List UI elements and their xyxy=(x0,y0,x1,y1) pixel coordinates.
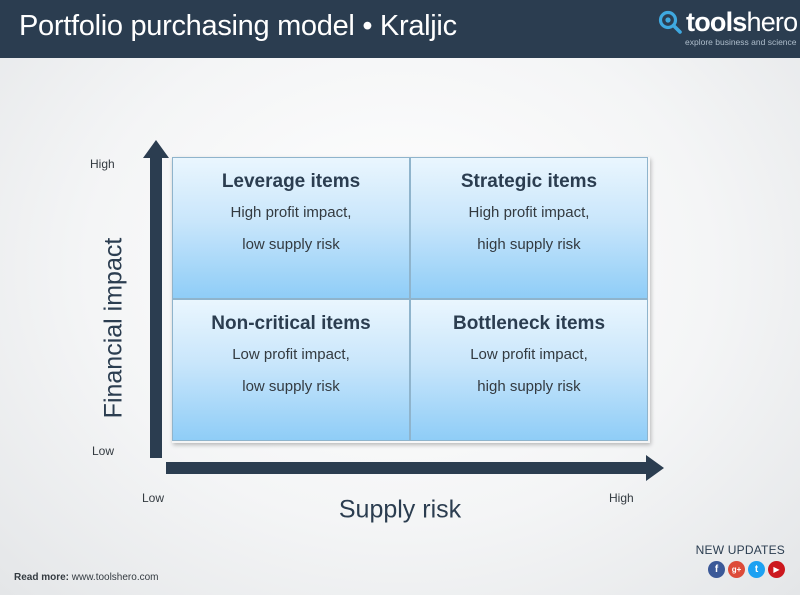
quadrant-strategic-items: Strategic items High profit impact, high… xyxy=(410,157,648,299)
quadrant-title: Leverage items xyxy=(221,171,361,192)
kraljic-matrix: Leverage items High profit impact, low s… xyxy=(172,157,650,443)
quadrant-bottleneck-items: Bottleneck items Low profit impact, high… xyxy=(410,299,648,441)
quadrant-title: Strategic items xyxy=(460,171,598,192)
y-axis-high-label: High xyxy=(90,157,115,171)
logo-wordmark-bold: tools xyxy=(686,7,747,37)
youtube-icon[interactable]: ▶ xyxy=(768,561,785,578)
quadrant-description-line: low supply risk xyxy=(242,236,340,253)
quadrant-description-line: low supply risk xyxy=(242,378,340,395)
twitter-icon[interactable]: t xyxy=(748,561,765,578)
supply-risk-axis-arrow xyxy=(166,455,664,481)
toolshero-logo[interactable]: toolshero explore business and science xyxy=(658,7,798,50)
quadrant-description-line: Low profit impact, xyxy=(232,346,350,363)
quadrant-description-line: high supply risk xyxy=(477,236,581,253)
page-title: Portfolio purchasing model • Kraljic xyxy=(19,10,457,42)
facebook-icon[interactable]: f xyxy=(708,561,725,578)
google-plus-icon[interactable]: g+ xyxy=(728,561,745,578)
new-updates: NEW UPDATES f g+ t ▶ xyxy=(696,543,785,578)
social-icons: f g+ t ▶ xyxy=(696,561,785,578)
x-axis-low-label: Low xyxy=(142,491,165,505)
read-more: Read more: www.toolshero.com xyxy=(14,572,159,583)
logo-tagline: explore business and science xyxy=(685,37,797,47)
x-axis-high-label: High xyxy=(609,491,634,505)
y-axis-title: Financial impact xyxy=(99,237,128,419)
quadrant-non-critical-items: Non-critical items Low profit impact, lo… xyxy=(172,299,410,441)
x-axis-title: Supply risk xyxy=(338,495,462,524)
quadrant-description-line: High profit impact, xyxy=(230,204,352,221)
quadrant-title: Bottleneck items xyxy=(452,313,606,334)
y-axis-low-label: Low xyxy=(92,444,115,458)
read-more-label: Read more: xyxy=(14,572,70,583)
quadrant-leverage-items: Leverage items High profit impact, low s… xyxy=(172,157,410,299)
logo-wordmark: toolshero xyxy=(686,7,799,38)
quadrant-description-line: high supply risk xyxy=(477,378,581,395)
new-updates-label: NEW UPDATES xyxy=(695,543,785,557)
quadrant-description-line: Low profit impact, xyxy=(470,346,588,363)
quadrant-description-line: High profit impact, xyxy=(468,204,590,221)
magnifier-logo-icon xyxy=(658,10,682,34)
read-more-link[interactable]: www.toolshero.com xyxy=(71,572,159,583)
quadrant-title: Non-critical items xyxy=(211,313,371,334)
logo-wordmark-light: hero xyxy=(746,7,799,37)
financial-impact-axis-arrow xyxy=(143,140,169,458)
header-bar: Portfolio purchasing model • Kraljic too… xyxy=(0,0,800,58)
